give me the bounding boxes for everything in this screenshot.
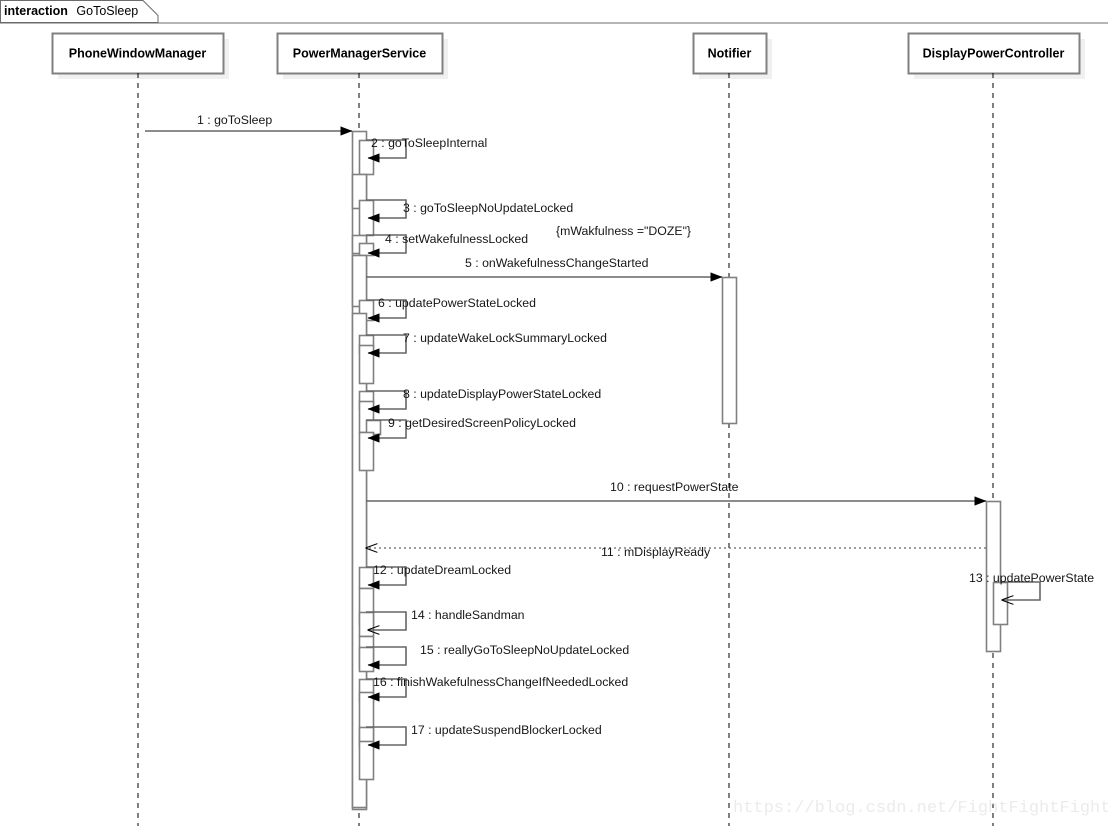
message-label: 10 : requestPowerState: [610, 480, 739, 494]
message-3[interactable]: 3 : goToSleepNoUpdateLocked: [366, 199, 573, 223]
message-label: 13 : updatePowerState: [969, 571, 1094, 585]
message-label: 11 : mDisplayReady: [601, 545, 711, 559]
lifeline-pms[interactable]: PowerManagerService: [276, 32, 449, 826]
message-self-arrow: [366, 566, 407, 590]
message-self-arrow: [366, 646, 407, 670]
message-label: 1 : goToSleep: [197, 113, 272, 127]
message-label: 12 : updateDreamLocked: [373, 563, 511, 577]
message-label: 9 : getDesiredScreenPolicyLocked: [388, 416, 576, 430]
message-10[interactable]: 10 : requestPowerState: [366, 480, 987, 506]
watermark: https://blog.csdn.net/FightFightFight: [733, 799, 1108, 818]
message-label: 7 : updateWakeLockSummaryLocked: [403, 331, 607, 345]
message-self-arrow: [366, 419, 407, 443]
lifeline-name-label: DisplayPowerController: [923, 46, 1065, 60]
message-label: 3 : goToSleepNoUpdateLocked: [403, 201, 573, 215]
message-15[interactable]: 15 : reallyGoToSleepNoUpdateLocked: [366, 643, 629, 670]
message-label: 4 : setWakefulnessLocked: [385, 232, 528, 246]
message-label: 8 : updateDisplayPowerStateLocked: [403, 387, 601, 401]
message-self-arrow: [366, 611, 407, 630]
activation-bars-layer: [351, 130, 1009, 811]
message-label: 16 : finishWakefulnessChangeIfNeededLock…: [373, 675, 628, 689]
frame-kind: interaction: [4, 4, 68, 18]
message-self-arrow: [366, 334, 407, 358]
lifeline-notifier[interactable]: Notifier: [692, 32, 773, 826]
message-self-arrow: [366, 678, 407, 702]
activation-bar-pms[interactable]: [358, 344, 375, 385]
message-7[interactable]: 7 : updateWakeLockSummaryLocked: [366, 331, 607, 358]
message-label: 6 : updatePowerStateLocked: [378, 296, 536, 310]
message-self-arrow: [366, 199, 407, 223]
frame-label-pentagon: [0, 0, 159, 23]
lifeline-name-label: PowerManagerService: [293, 46, 426, 60]
activation-bar-dpc[interactable]: [992, 581, 1009, 626]
frame-name: GoToSleep: [76, 4, 138, 18]
lifeline-name-label: Notifier: [708, 46, 752, 60]
message-self-arrow: [366, 299, 407, 323]
message-label: 17 : updateSuspendBlockerLocked: [411, 723, 602, 737]
lifeline-pwm[interactable]: PhoneWindowManager: [51, 32, 230, 826]
lifeline-dpc[interactable]: DisplayPowerController: [907, 32, 1086, 826]
lifeline-header-box[interactable]: [51, 32, 225, 75]
frame-label: interaction GoToSleep: [4, 4, 138, 18]
message-6[interactable]: 6 : updatePowerStateLocked: [366, 296, 536, 323]
message-9[interactable]: 9 : getDesiredScreenPolicyLocked: [366, 416, 576, 443]
message-14[interactable]: 14 : handleSandman: [366, 608, 525, 630]
interaction-frame: interaction GoToSleep: [0, 0, 1108, 24]
messages-layer: 1 : goToSleep 2 : goToSleepInternal 3 : go…: [145, 113, 1094, 750]
activation-bar-pms[interactable]: [358, 740, 375, 781]
message-4[interactable]: 4 : setWakefulnessLocked: [366, 232, 528, 258]
message-2[interactable]: 2 : goToSleepInternal: [366, 136, 487, 163]
lifeline-header-box[interactable]: [692, 32, 768, 75]
constraint-note: {mWakfulness ="DOZE"}: [556, 224, 691, 238]
message-1[interactable]: 1 : goToSleep: [145, 113, 353, 136]
message-self-arrow: [366, 726, 407, 750]
message-label: 2 : goToSleepInternal: [371, 136, 487, 150]
watermark-layer: https://blog.csdn.net/FightFightFight: [733, 799, 1108, 818]
message-label: 14 : handleSandman: [411, 608, 525, 622]
activation-bar-pms[interactable]: [358, 646, 375, 673]
message-self-arrow: [1000, 581, 1041, 600]
message-12[interactable]: 12 : updateDreamLocked: [366, 563, 511, 590]
message-self-arrow: [366, 234, 407, 258]
message-13[interactable]: 13 : updatePowerState: [969, 571, 1094, 600]
message-17[interactable]: 17 : updateSuspendBlockerLocked: [366, 723, 602, 750]
lifeline-header-box[interactable]: [907, 32, 1081, 75]
message-11[interactable]: 11 : mDisplayReady: [366, 545, 986, 559]
lifeline-header-box[interactable]: [276, 32, 444, 75]
activation-bar-pms[interactable]: [358, 611, 375, 638]
message-5[interactable]: 5 : onWakefulnessChangeStarted: [366, 256, 723, 282]
message-16[interactable]: 16 : finishWakefulnessChangeIfNeededLock…: [366, 675, 628, 702]
message-8[interactable]: 8 : updateDisplayPowerStateLocked: [366, 387, 601, 414]
message-self-arrow: [366, 139, 407, 163]
lifeline-name-label: PhoneWindowManager: [69, 46, 207, 60]
lifelines-layer: PhoneWindowManager PowerManagerService Not…: [51, 32, 1086, 826]
activation-bar-pms[interactable]: [351, 254, 368, 308]
message-label: 5 : onWakefulnessChangeStarted: [465, 256, 649, 270]
message-label: 15 : reallyGoToSleepNoUpdateLocked: [420, 643, 629, 657]
notes-layer: {mWakfulness ="DOZE"}: [556, 224, 691, 238]
activation-bar-notifier[interactable]: [721, 276, 738, 425]
message-self-arrow: [366, 390, 407, 414]
